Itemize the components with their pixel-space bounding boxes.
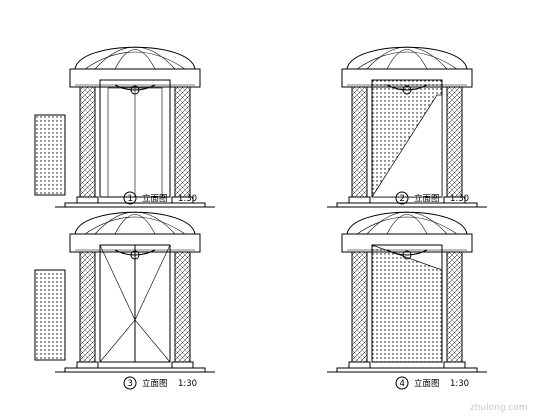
svg-text:1:30: 1:30 bbox=[450, 379, 469, 389]
svg-text:1:30: 1:30 bbox=[450, 194, 469, 204]
elevation-titles: 1 立面图 1:30 2 立面图 1:30 3 立面图 1:30 4 立面图 1… bbox=[123, 191, 469, 390]
svg-text:立面图: 立面图 bbox=[142, 193, 168, 204]
watermark: zhulong.com bbox=[470, 403, 528, 413]
svg-text:2: 2 bbox=[400, 194, 405, 204]
svg-text:4: 4 bbox=[400, 379, 405, 389]
svg-text:立面图: 立面图 bbox=[142, 378, 168, 389]
svg-text:3: 3 bbox=[128, 379, 133, 389]
elevation-3 bbox=[34, 211, 216, 373]
elevation-1 bbox=[34, 46, 216, 208]
svg-text:1:30: 1:30 bbox=[178, 194, 197, 204]
svg-text:1:30: 1:30 bbox=[178, 379, 197, 389]
svg-text:立面图: 立面图 bbox=[414, 193, 440, 204]
svg-text:1: 1 bbox=[128, 194, 133, 204]
svg-text:立面图: 立面图 bbox=[414, 378, 440, 389]
elevation-4 bbox=[326, 211, 488, 373]
elevation-2 bbox=[326, 46, 488, 208]
